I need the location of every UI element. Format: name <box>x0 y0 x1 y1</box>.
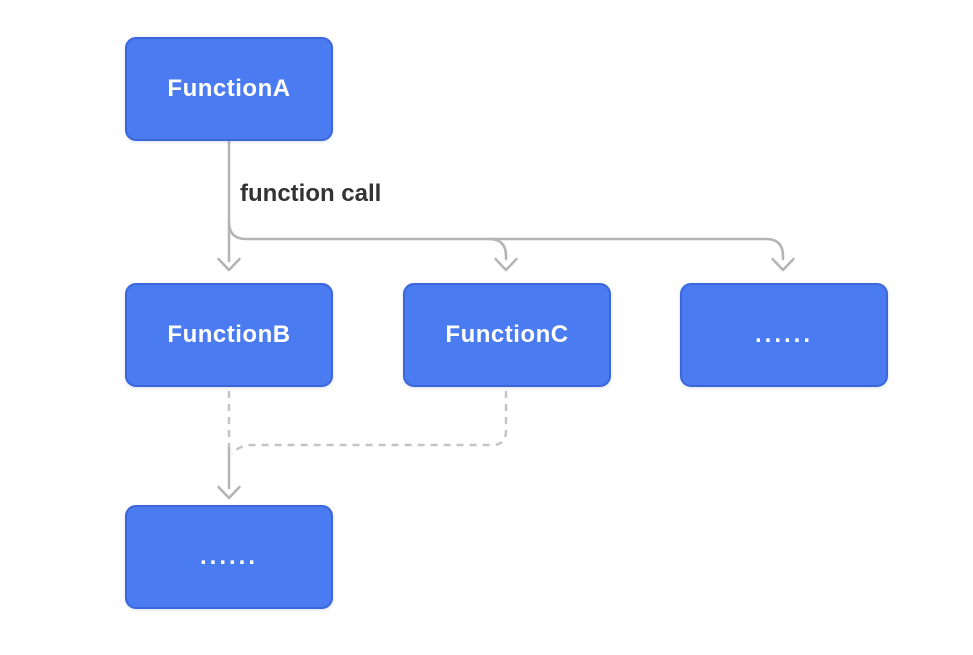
edge-a-to-c-line <box>487 237 508 261</box>
node-function-b-label: FunctionB <box>167 321 291 348</box>
node-more-nested: ...... <box>125 505 333 609</box>
edge-label-function-call: function call <box>240 180 382 207</box>
node-function-b: FunctionB <box>125 283 333 387</box>
node-function-c: FunctionC <box>403 283 611 387</box>
edge-a-to-d-arrowhead-icon <box>771 257 795 272</box>
node-function-a-label: FunctionA <box>167 75 291 102</box>
edge-a-to-c-arrowhead-icon <box>494 257 518 272</box>
edge-a-to-b-arrowhead-icon <box>217 257 241 272</box>
node-more-callees-label: ...... <box>754 321 813 348</box>
edge-c-to-e-dashed-line <box>231 391 508 455</box>
node-function-a: FunctionA <box>125 37 333 141</box>
edge-a-to-d-line <box>227 220 785 261</box>
edge-e-arrowhead-icon <box>217 485 241 500</box>
node-function-c-label: FunctionC <box>445 321 569 348</box>
node-more-callees: ...... <box>680 283 888 387</box>
node-more-nested-label: ...... <box>199 543 258 570</box>
